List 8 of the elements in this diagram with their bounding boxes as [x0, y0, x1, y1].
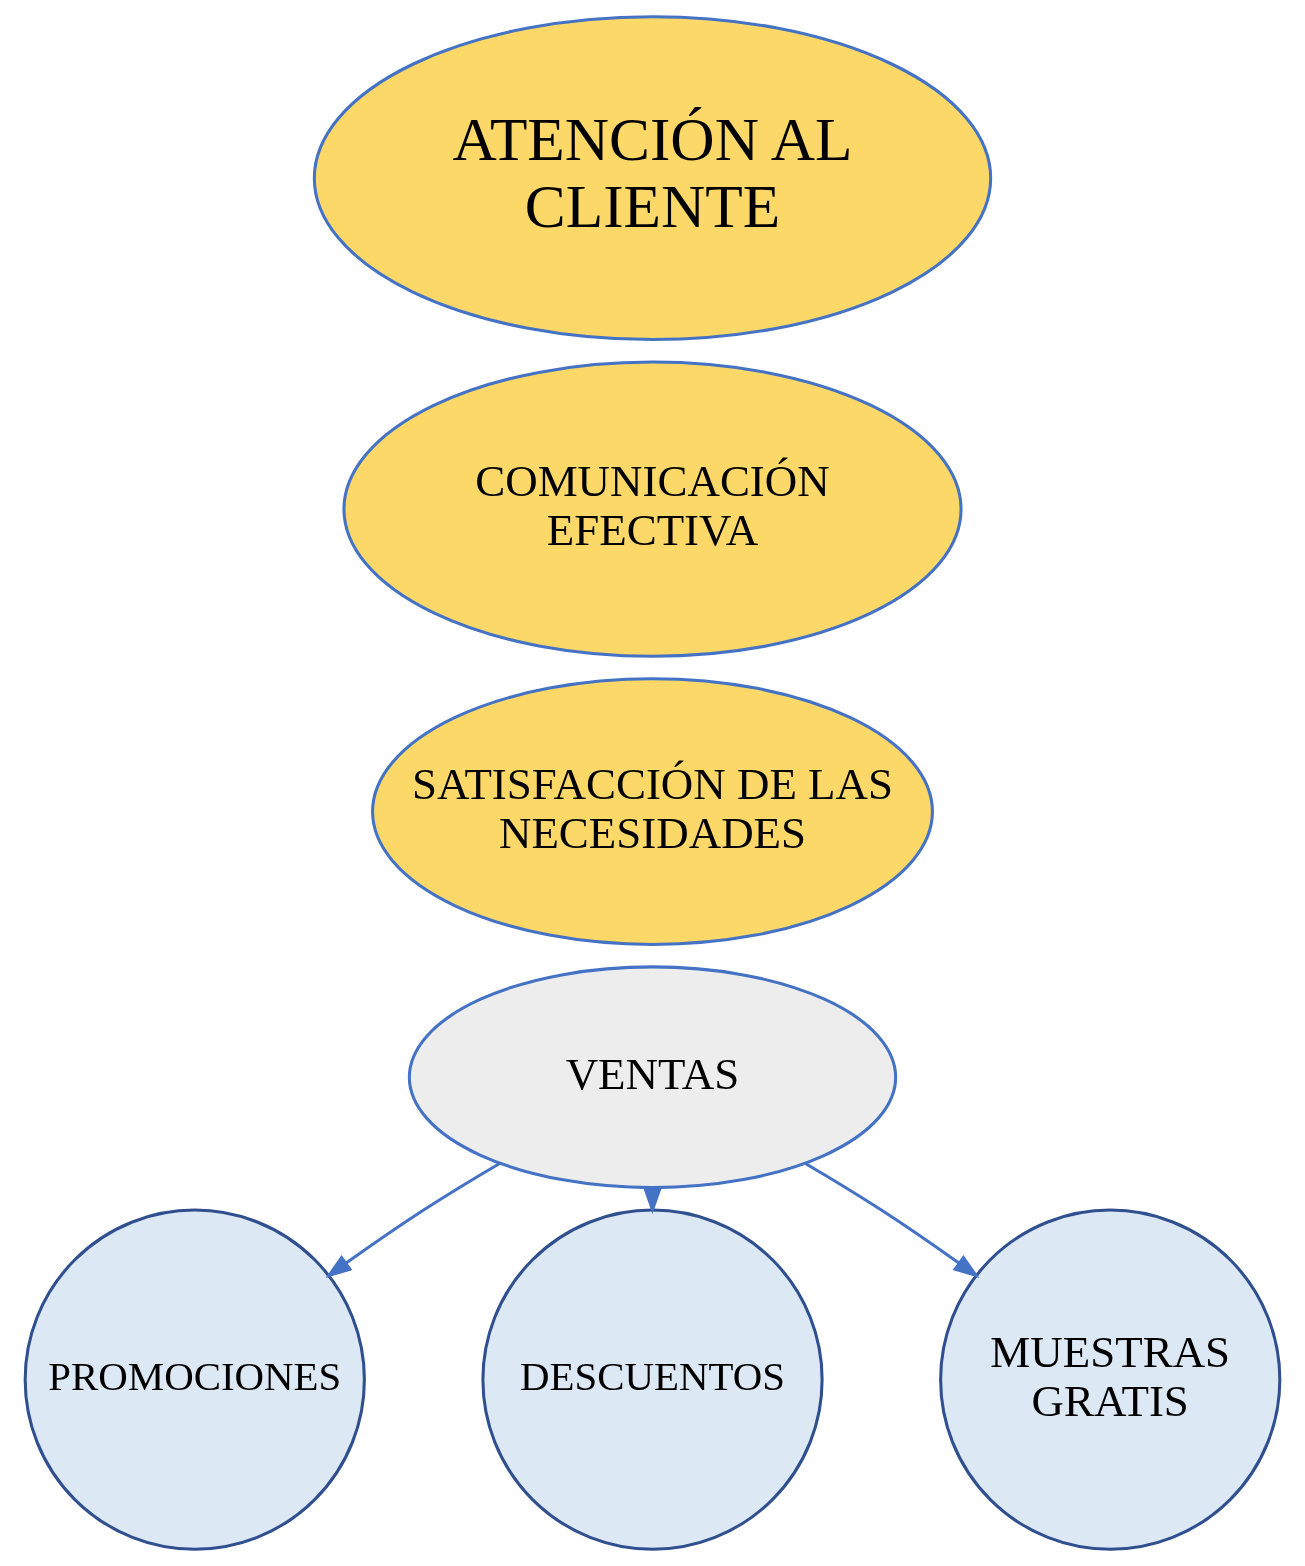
- node-circle: PROMOCIONES: [23, 1208, 366, 1551]
- arrow: [325, 1162, 501, 1279]
- node-ellipse: ATENCIÓN AL CLIENTE: [312, 15, 993, 342]
- node-ellipse: COMUNICACIÓN EFECTIVA: [342, 360, 963, 658]
- node-circle: MUESTRAS GRATIS: [939, 1208, 1282, 1551]
- arrow: [804, 1162, 980, 1279]
- node-ellipse: SATISFACCIÓN DE LAS NECESIDADES: [371, 677, 934, 946]
- node-circle: DESCUENTOS: [481, 1208, 824, 1551]
